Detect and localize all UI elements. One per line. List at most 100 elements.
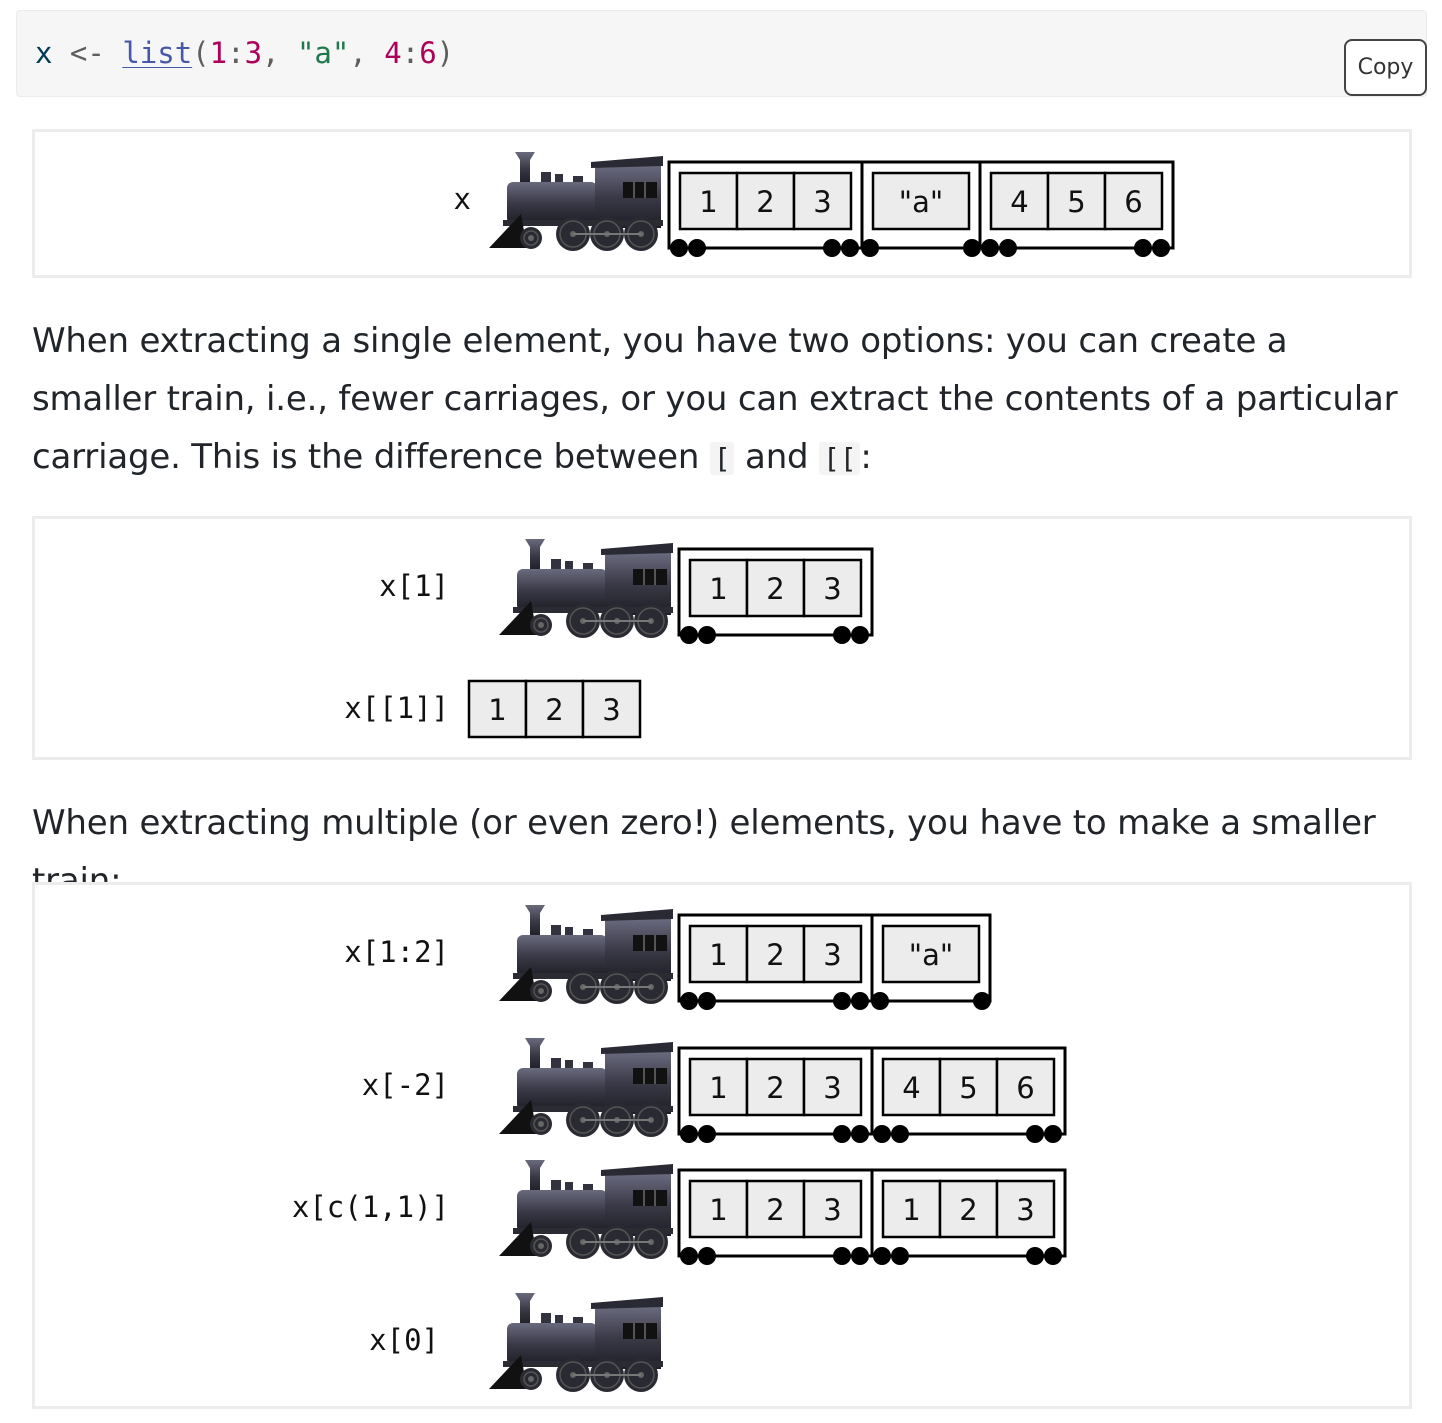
carriage-cell <box>792 171 853 231</box>
cell-value: "a" <box>899 185 943 219</box>
carriage-wheel <box>851 992 869 1010</box>
carriage-wheel <box>851 1247 869 1265</box>
carriage-wheel <box>670 239 688 257</box>
code-token-op: : <box>401 36 420 70</box>
carriage-wheel <box>1044 1247 1062 1265</box>
carriage-wheel <box>1044 1125 1062 1143</box>
carriage-wheel <box>1152 239 1170 257</box>
figure-single-subset: x[1] 1 2 3 x[[1]] 1 2 3 <box>32 516 1412 760</box>
cell-value: 2 <box>766 572 784 606</box>
carriage-wheel <box>981 239 999 257</box>
locomotive-icon <box>499 539 673 638</box>
row-label: x[c(1,1)] <box>291 1190 449 1224</box>
locomotive-icon <box>499 1038 673 1137</box>
paragraph-text: and <box>734 437 820 477</box>
code-token-str: "a" <box>296 36 350 70</box>
carriage-cell <box>871 171 971 231</box>
carriage-cell <box>581 679 642 739</box>
code-token-num: 6 <box>419 36 437 70</box>
row-label: x <box>453 182 471 216</box>
row-label: x[1] <box>379 569 449 603</box>
inline-code: [[ <box>819 442 861 475</box>
row-label: x[1:2] <box>344 935 449 969</box>
cell-value: 2 <box>766 1071 784 1105</box>
code-token-num: 4 <box>384 36 402 70</box>
carriage-wheel <box>841 239 859 257</box>
row-label: x[-2] <box>361 1068 449 1102</box>
cell-value: 6 <box>1124 185 1142 219</box>
carriage-wheel <box>963 239 981 257</box>
carriage-cell <box>524 679 585 739</box>
carriage-wheel <box>833 992 851 1010</box>
copy-button[interactable]: Copy <box>1344 39 1427 96</box>
carriage-wheel <box>1026 1247 1044 1265</box>
locomotive-icon <box>489 152 663 251</box>
carriage-cell <box>802 1057 863 1117</box>
code-line: x <- list(1:3, "a", 4:6) <box>35 35 454 71</box>
carriage-cell <box>802 558 863 618</box>
row-label: x[[1]] <box>344 691 449 725</box>
carriage-wheel <box>891 1125 909 1143</box>
carriage-wheel <box>698 992 716 1010</box>
carriage-wheel <box>833 1247 851 1265</box>
cell-value: 2 <box>756 185 774 219</box>
cell-value: 1 <box>699 185 717 219</box>
cell-value: 3 <box>823 572 841 606</box>
carriage-cell <box>802 1179 863 1239</box>
cell-value: 1 <box>709 1071 727 1105</box>
cell-value: 6 <box>1016 1071 1034 1105</box>
carriage-cell <box>745 924 806 984</box>
code-token-num: 1 <box>209 36 228 70</box>
code-token-punc: , <box>262 36 297 70</box>
carriage-cell <box>1046 171 1107 231</box>
carriage-wheel <box>680 626 698 644</box>
cell-value: 2 <box>545 693 563 727</box>
carriage-cell <box>989 171 1050 231</box>
carriage-cell <box>881 1179 942 1239</box>
locomotive-icon <box>489 1293 663 1392</box>
code-token-plain: x <box>35 36 70 70</box>
cell-value: 4 <box>1010 185 1028 219</box>
carriage-wheel <box>833 626 851 644</box>
cell-value: 4 <box>902 1071 920 1105</box>
carriage-wheel <box>1026 1125 1044 1143</box>
carriage-wheel <box>871 992 889 1010</box>
code-token-fn[interactable]: list <box>122 36 193 70</box>
carriage-wheel <box>851 626 869 644</box>
code-token-punc: ) <box>436 36 455 70</box>
carriage-wheel <box>891 1247 909 1265</box>
paragraph-single-element: When extracting a single element, you ha… <box>32 312 1422 488</box>
cell-value: 3 <box>823 1071 841 1105</box>
train-diagram <box>489 1293 663 1392</box>
cell-value: 3 <box>602 693 620 727</box>
cell-value: 3 <box>1016 1193 1034 1227</box>
cell-value: 2 <box>959 1193 977 1227</box>
carriage-wheel <box>873 1247 891 1265</box>
carriage-wheel <box>698 626 716 644</box>
carriage-cell <box>688 924 749 984</box>
row-label: x[0] <box>369 1323 439 1357</box>
cell-value: 1 <box>709 1193 727 1227</box>
locomotive-icon <box>499 905 673 1004</box>
locomotive-icon <box>499 1160 673 1259</box>
code-token-punc: ( <box>192 36 210 70</box>
cell-value: 2 <box>766 1193 784 1227</box>
carriage-cell <box>802 924 863 984</box>
train-diagram: 1 2 3 <box>499 539 874 644</box>
carriage-wheel <box>698 1125 716 1143</box>
carriage-wheel <box>999 239 1017 257</box>
carriage-cell <box>881 1057 942 1117</box>
carriage-cell <box>1103 171 1164 231</box>
paragraph-text: When extracting a single element, you ha… <box>32 321 1398 477</box>
cell-value: 1 <box>709 572 727 606</box>
code-token-num: 3 <box>244 36 263 70</box>
carriage-cell <box>881 924 981 984</box>
carriage-wheel <box>680 1247 698 1265</box>
cell-value: 5 <box>1067 185 1085 219</box>
